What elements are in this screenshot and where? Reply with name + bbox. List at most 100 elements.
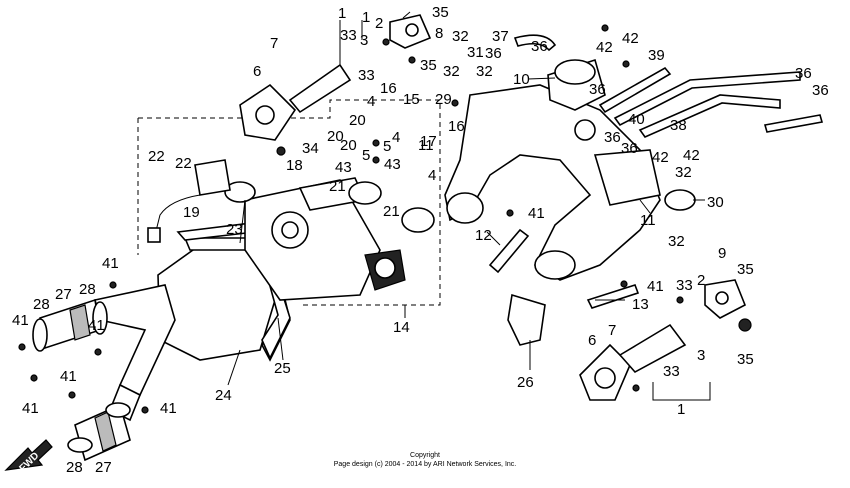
callout-18: 18 (286, 157, 303, 174)
callout-42c: 42 (652, 149, 669, 166)
callout-27b: 27 (95, 459, 112, 476)
injector-upper (239, 14, 432, 141)
fasteners (18, 24, 752, 414)
callout-26: 26 (517, 374, 534, 391)
callout-31: 31 (467, 44, 484, 61)
callout-29: 29 (435, 91, 452, 108)
callout-39: 39 (648, 47, 665, 64)
callout-35b: 35 (420, 57, 437, 74)
callout-24: 24 (215, 387, 232, 404)
callout-28b: 28 (79, 281, 96, 298)
callout-41f: 41 (160, 400, 177, 417)
callout-28c: 28 (66, 459, 83, 476)
callout-30: 30 (707, 194, 724, 211)
callout-2: 2 (375, 15, 383, 32)
callout-20b: 20 (327, 128, 344, 145)
callout-41b: 41 (12, 312, 29, 329)
callout-25: 25 (274, 360, 291, 377)
callout-2b: 2 (697, 272, 705, 289)
callout-5b: 5 (383, 138, 391, 155)
sensor-19 (147, 159, 231, 243)
callouts: 1 1 2 3 4 4 4 5 5 6 6 7 7 8 9 10 11 11 1… (12, 4, 829, 476)
throttle-body-14 (244, 177, 406, 301)
callout-1a: 1 (338, 5, 346, 22)
callout-4a: 4 (367, 93, 375, 110)
callout-36g: 36 (812, 82, 829, 99)
callout-5a: 5 (362, 147, 370, 164)
callout-21b: 21 (383, 203, 400, 220)
callout-36e: 36 (621, 140, 638, 157)
callout-15: 15 (403, 91, 420, 108)
callout-38: 38 (670, 117, 687, 134)
callout-33a: 33 (340, 27, 357, 44)
callout-41c: 41 (88, 317, 105, 334)
callout-4c: 4 (428, 167, 436, 184)
callout-12: 12 (475, 227, 492, 244)
callout-35d: 35 (737, 351, 754, 368)
callout-13: 13 (632, 296, 649, 313)
callout-3: 3 (360, 32, 368, 49)
callout-11b: 11 (640, 212, 656, 229)
callout-41d: 41 (22, 400, 39, 417)
callout-43b: 43 (384, 156, 401, 173)
copyright-line: Page design (c) 2004 - 2014 by ARI Netwo… (333, 461, 517, 468)
callout-27a: 27 (55, 286, 72, 303)
callout-32b: 32 (443, 63, 460, 80)
callout-21a: 21 (329, 178, 346, 195)
callout-7b: 7 (608, 322, 616, 339)
intake-boots-27 (32, 298, 131, 462)
callout-28a: 28 (33, 296, 50, 313)
callout-33c: 33 (676, 277, 693, 294)
callout-20a: 20 (349, 112, 366, 129)
callout-41a: 41 (102, 255, 119, 272)
callout-34: 34 (302, 140, 319, 157)
callout-36f: 36 (795, 65, 812, 82)
assembly-1-brackets (339, 20, 711, 401)
callout-41g: 41 (528, 205, 545, 222)
intake-manifold (444, 84, 661, 281)
callout-6a: 6 (253, 63, 261, 80)
callout-11a: 11 (418, 137, 434, 154)
o-rings (224, 181, 435, 233)
air-box-24 (94, 237, 291, 422)
callout-41e: 41 (60, 368, 77, 385)
callout-1c: 1 (677, 401, 685, 418)
callout-42a: 42 (596, 39, 613, 56)
callout-32d: 32 (675, 164, 692, 181)
callout-10: 10 (513, 71, 530, 88)
callout-17: 17 (420, 133, 437, 150)
callout-42b: 42 (622, 30, 639, 47)
callout-35a: 35 (432, 4, 449, 21)
regulator-10 (547, 58, 606, 111)
callout-33b: 33 (358, 67, 375, 84)
callout-23: 23 (226, 221, 243, 238)
callout-6b: 6 (588, 332, 596, 349)
callout-36b: 36 (531, 38, 548, 55)
callout-43a: 43 (335, 159, 352, 176)
callout-32c: 32 (476, 63, 493, 80)
callout-37: 37 (492, 28, 509, 45)
callout-36c: 36 (589, 81, 606, 98)
callout-16b: 16 (448, 118, 465, 135)
callout-22a: 22 (148, 148, 165, 165)
callout-36d: 36 (604, 129, 621, 146)
injector-lower (579, 279, 747, 401)
callout-32a: 32 (452, 28, 469, 45)
brackets (488, 189, 696, 346)
callout-32e: 32 (668, 233, 685, 250)
callout-8: 8 (435, 25, 443, 42)
callout-20c: 20 (340, 137, 357, 154)
leader-lines (227, 11, 705, 386)
callout-22b: 22 (175, 155, 192, 172)
callout-40: 40 (628, 111, 645, 128)
callout-42d: 42 (683, 147, 700, 164)
callout-14: 14 (393, 319, 410, 336)
callout-33d: 33 (663, 363, 680, 380)
assembly-14-boundary (137, 99, 441, 306)
copyright-title: Copyright (410, 452, 440, 459)
callout-35c: 35 (737, 261, 754, 278)
callout-16a: 16 (380, 80, 397, 97)
callout-36a: 36 (485, 45, 502, 62)
callout-9: 9 (718, 245, 726, 262)
